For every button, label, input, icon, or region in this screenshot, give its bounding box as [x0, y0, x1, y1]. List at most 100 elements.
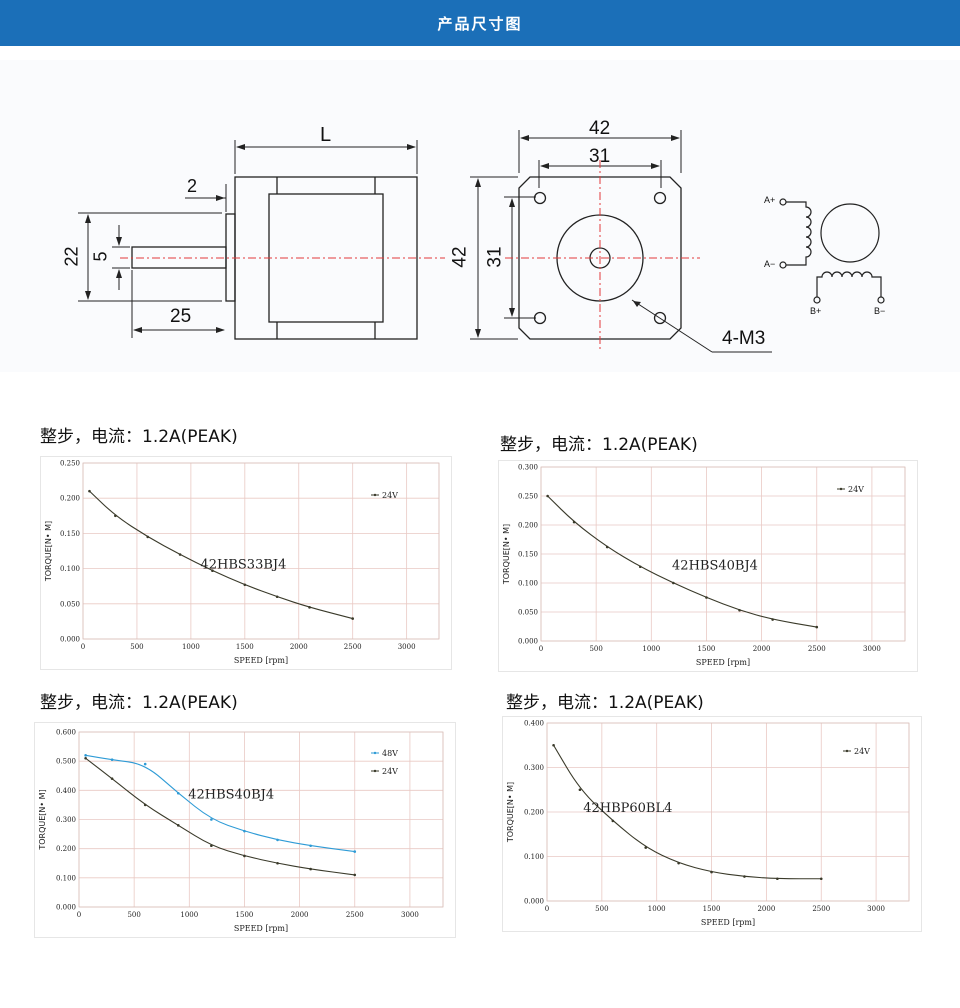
- data-point: [178, 553, 182, 556]
- dim-31-side-label: 31: [484, 246, 506, 268]
- x-tick-label: 0: [545, 905, 549, 913]
- chart-1-heading: 整步，电流：1.2A(PEAK): [40, 427, 238, 447]
- x-tick-label: 500: [130, 643, 143, 651]
- data-point: [309, 867, 312, 871]
- front-view-flange: [518, 176, 682, 340]
- dim-42-top-label: 42: [589, 118, 611, 139]
- data-point: [644, 846, 648, 849]
- data-point: [110, 758, 114, 762]
- data-point: [815, 625, 819, 629]
- mount-hole: [533, 311, 547, 325]
- chart-4-heading: 整步，电流：1.2A(PEAK): [506, 693, 704, 713]
- data-point: [176, 824, 180, 827]
- data-point: [638, 565, 642, 569]
- model-label: 42HBS40BJ4: [672, 559, 758, 574]
- dim-5-label: 5: [90, 251, 111, 262]
- data-point: [578, 788, 582, 792]
- x-tick-label: 1000: [648, 905, 666, 913]
- x-axis-label: SPEED [rpm]: [701, 918, 755, 927]
- legend-marker: [373, 769, 377, 773]
- x-tick-label: 0: [77, 911, 81, 919]
- dim-25-label: 25: [170, 306, 192, 327]
- series-line-24V: [547, 495, 817, 628]
- data-point: [351, 617, 354, 620]
- coil-a: [786, 201, 812, 266]
- y-tick-label: 0.300: [56, 816, 76, 824]
- y-tick-label: 0.250: [60, 460, 80, 468]
- legend-marker: [845, 749, 849, 753]
- data-point: [672, 581, 675, 585]
- x-tick-label: 3000: [867, 905, 885, 913]
- data-point: [677, 861, 680, 865]
- legend-label: 24V: [848, 485, 864, 494]
- page-title: 产品尺寸图: [437, 15, 523, 33]
- legend-marker: [373, 493, 377, 497]
- dim-31-top-label: 31: [589, 146, 611, 167]
- y-tick-label: 0.050: [60, 600, 80, 608]
- y-axis-label: TORQUE[N• M]: [38, 789, 47, 850]
- series-line-24V: [85, 757, 355, 876]
- y-tick-label: 0.100: [56, 874, 76, 882]
- x-tick-label: 1500: [703, 905, 721, 913]
- x-tick-label: 3000: [863, 645, 881, 653]
- plot-area: [82, 462, 440, 640]
- data-point: [353, 873, 357, 877]
- x-tick-label: 500: [595, 905, 608, 913]
- dimension-drawing: L 2 22 5 25 42 31 42 31 4-M3 A+ A− B+ B−: [0, 60, 960, 372]
- data-point: [243, 854, 246, 858]
- data-point: [276, 838, 279, 842]
- legend-label: 24V: [854, 747, 870, 756]
- terminal-a-plus-label: A+: [764, 195, 776, 205]
- chart-3-heading: 整步，电流：1.2A(PEAK): [40, 693, 238, 713]
- data-point: [710, 870, 713, 874]
- wiring-diagram: [779, 198, 885, 304]
- data-point: [605, 545, 609, 549]
- y-tick-label: 0.100: [518, 580, 538, 588]
- data-point: [552, 743, 555, 747]
- data-point: [210, 844, 213, 848]
- x-tick-label: 1500: [236, 911, 254, 919]
- data-point: [611, 819, 615, 823]
- legend-label: 24V: [382, 491, 398, 500]
- data-point: [210, 818, 213, 821]
- legend-marker: [839, 487, 843, 491]
- y-tick-label: 0.150: [518, 551, 538, 559]
- x-tick-label: 2500: [346, 911, 364, 919]
- data-point: [114, 514, 117, 518]
- data-point: [308, 606, 311, 609]
- mount-hole: [653, 191, 667, 205]
- plot-area: [546, 722, 910, 902]
- data-point: [776, 877, 779, 881]
- y-tick-label: 0.250: [518, 493, 538, 501]
- hole-spec-label: 4-M3: [722, 328, 766, 349]
- rotor-symbol: [820, 203, 880, 263]
- terminal-a-minus-label: A−: [764, 259, 776, 269]
- y-tick-label: 0.200: [56, 845, 76, 853]
- y-tick-label: 0.500: [56, 758, 76, 766]
- data-point: [743, 875, 746, 878]
- y-tick-label: 0.200: [518, 522, 538, 530]
- data-point: [309, 844, 312, 848]
- data-point: [738, 608, 741, 612]
- terminal-b-plus: [813, 296, 821, 304]
- x-tick-label: 2000: [753, 645, 771, 653]
- terminal-b-minus: [877, 296, 885, 304]
- dim-L-label: L: [320, 124, 332, 146]
- x-tick-label: 2500: [344, 643, 362, 651]
- data-point: [176, 791, 180, 795]
- x-tick-label: 500: [589, 645, 602, 653]
- y-tick-label: 0.000: [56, 904, 76, 912]
- x-axis-label: SPEED [rpm]: [234, 656, 288, 665]
- data-point: [819, 877, 823, 881]
- dimension-drawing-svg: [78, 130, 885, 353]
- data-point: [243, 829, 246, 833]
- data-point: [88, 489, 91, 493]
- model-label: 42HBS33BJ4: [200, 558, 286, 573]
- x-tick-label: 1500: [236, 643, 254, 651]
- y-tick-label: 0.400: [524, 720, 544, 728]
- y-tick-label: 0.400: [56, 787, 76, 795]
- legend-label: 24V: [382, 767, 398, 776]
- x-tick-label: 3000: [401, 911, 419, 919]
